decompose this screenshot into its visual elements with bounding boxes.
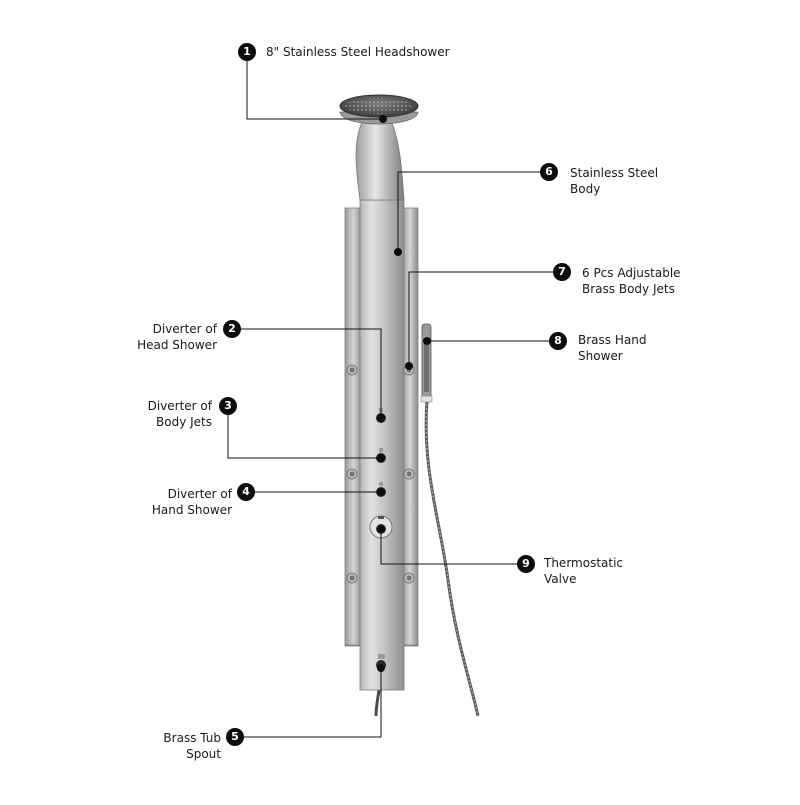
callout-badge-9: 9 <box>517 555 535 573</box>
callout-badge-5: 5 <box>226 728 244 746</box>
callout-badge-8: 8 <box>549 332 567 350</box>
callout-badge-7: 7 <box>553 263 571 281</box>
hand-shower <box>420 323 433 403</box>
leader-line-2 <box>232 328 382 418</box>
leader-line-3 <box>227 406 381 459</box>
callout-label-1: 8" Stainless Steel Headshower <box>266 45 450 59</box>
body-jets <box>346 364 415 584</box>
leader-dots <box>377 115 431 672</box>
leader-lines <box>227 52 562 738</box>
callout-badge-2: 2 <box>223 320 241 338</box>
callout-badge-6: 6 <box>540 163 558 181</box>
headshower <box>339 94 419 125</box>
callout-badge-3: 3 <box>219 397 237 415</box>
leader-line-1 <box>246 52 383 120</box>
leader-line-7 <box>408 271 562 366</box>
callout-badge-4: 4 <box>237 483 255 501</box>
stainless-steel-body <box>359 199 405 691</box>
shower-neck <box>355 117 405 201</box>
leader-line-5 <box>235 668 382 738</box>
leader-line-6 <box>397 171 549 252</box>
hand-shower-hose <box>424 399 480 717</box>
callout-badge-1: 1 <box>238 43 256 61</box>
leader-line-9 <box>380 529 526 565</box>
